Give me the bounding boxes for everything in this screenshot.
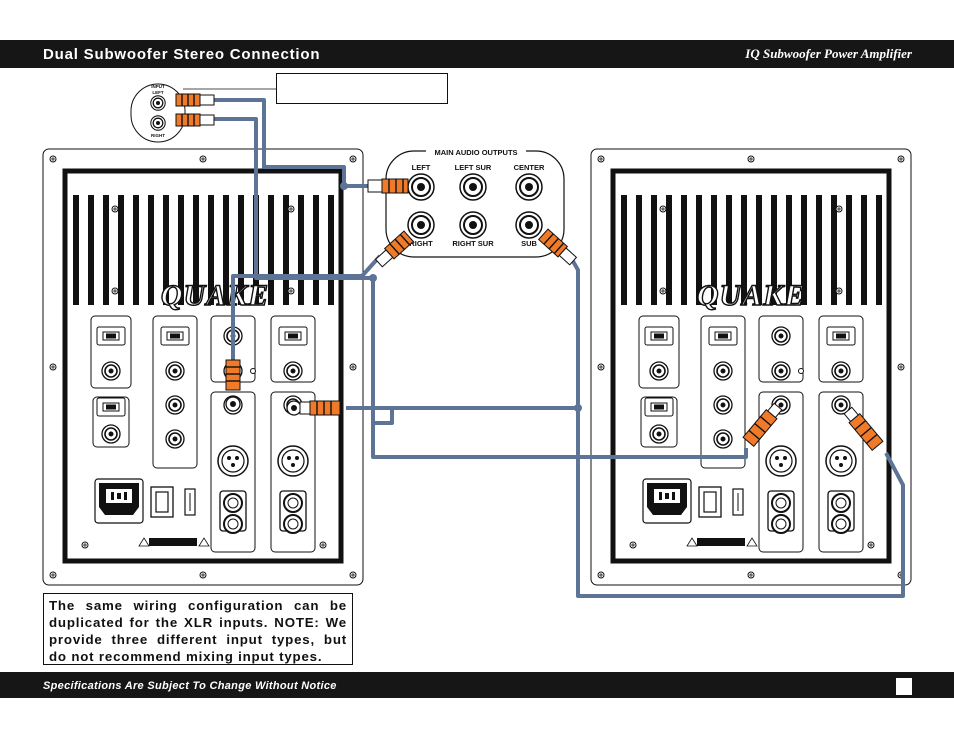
cable-junctions: [340, 182, 582, 412]
product-name: IQ Subwoofer Power Amplifier: [745, 46, 912, 61]
input-jack-title: INPUT: [151, 84, 165, 89]
input-jack-right-label: RIGHT: [151, 133, 165, 138]
callout-box: [276, 73, 448, 104]
plug-receiver-right: [374, 230, 415, 268]
receiver-jack-left: [407, 173, 435, 201]
receiver-jack-right-sur: [459, 211, 487, 239]
receiver-label-left-sur: LEFT SUR: [455, 163, 492, 172]
cable-receiver-sub: [568, 255, 905, 598]
plug-input-left: [175, 93, 215, 107]
plug-right-amp-left: [742, 402, 783, 447]
plug-input-right: [175, 113, 215, 127]
receiver-jack-sub: [515, 211, 543, 239]
plug-left-amp-link: [286, 400, 341, 416]
rca-plugs: [175, 93, 884, 451]
right-amplifier-logo: QUAKE: [697, 279, 805, 312]
receiver-label-center: CENTER: [514, 163, 545, 172]
left-amplifier-panel: QUAKE: [43, 149, 363, 585]
right-amplifier-panel: QUAKE: [591, 149, 911, 585]
receiver-outputs: MAIN AUDIO OUTPUTS LEFT LEFT SUR CENTER …: [385, 147, 565, 258]
input-jack-detail: INPUT LEFT RIGHT: [130, 83, 276, 143]
receiver-label-right-sur: RIGHT SUR: [452, 239, 494, 248]
receiver-title: MAIN AUDIO OUTPUTS: [434, 148, 517, 157]
note-text: The same wiring configuration can be dup…: [49, 598, 347, 664]
page-title: Dual Subwoofer Stereo Connection: [43, 46, 321, 63]
cable-receiver-right: [231, 254, 382, 372]
receiver-label-left: LEFT: [412, 163, 431, 172]
receiver-label-sub: SUB: [521, 239, 537, 248]
footer-disclaimer: Specifications Are Subject To Change Wit…: [43, 680, 337, 692]
footer-bar: Specifications Are Subject To Change Wit…: [0, 672, 954, 697]
left-amplifier-logo: QUAKE: [161, 279, 269, 312]
plug-right-amp-right: [843, 406, 884, 451]
note-box: The same wiring configuration can be dup…: [43, 593, 353, 665]
input-jack-left-label: LEFT: [152, 90, 163, 95]
header-bar: Dual Subwoofer Stereo Connection IQ Subw…: [0, 40, 954, 67]
receiver-label-right: RIGHT: [409, 239, 433, 248]
receiver-jack-center: [515, 173, 543, 201]
plug-left-amp-input: [225, 359, 241, 412]
cable-amp-link: [346, 406, 580, 425]
receiver-jack-left-sur: [459, 173, 487, 201]
receiver-jack-right: [407, 211, 435, 239]
page-number-box: [896, 678, 912, 695]
plug-receiver-left: [367, 178, 409, 194]
plug-receiver-sub: [537, 228, 578, 266]
